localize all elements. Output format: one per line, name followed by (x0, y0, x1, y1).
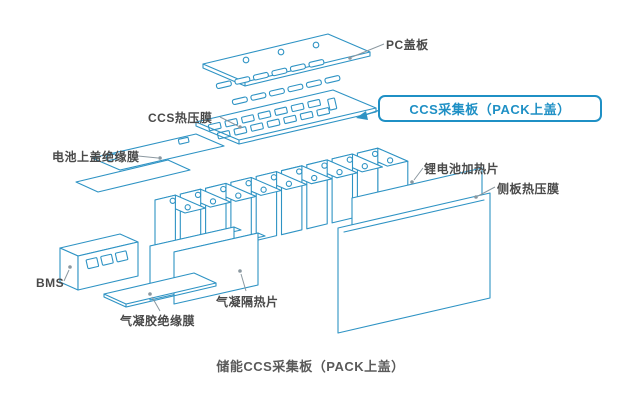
label-aerogel-film: 气凝胶绝缘膜 (120, 314, 196, 328)
diagram-caption: 储能CCS采集板（PACK上盖） (216, 359, 405, 374)
label-aerogel-sheet: 气凝隔热片 (216, 295, 279, 309)
label-side-film: 侧板热压膜 (497, 182, 560, 196)
aerogel-film (103, 272, 217, 308)
callout-arrow (356, 109, 381, 120)
label-heater: 锂电池加热片 (424, 162, 500, 176)
leader-lines (63, 43, 496, 312)
side-plate-film (337, 192, 491, 334)
side-panels (337, 167, 491, 334)
bms-board (59, 233, 139, 291)
pc-cover-plate (202, 33, 371, 87)
ccs-collector-callout-text: CCS采集板（PACK上盖） (409, 102, 571, 117)
top-insulation-films (75, 133, 225, 193)
busbar-rows (215, 59, 341, 106)
label-top-insulation: 电池上盖绝缘膜 (52, 150, 140, 164)
label-pc-cover: PC盖板 (386, 38, 429, 52)
label-bms: BMS (36, 276, 65, 290)
ccs-collector-callout: CCS采集板（PACK上盖） (378, 95, 602, 122)
ccs-assembly (195, 89, 377, 145)
label-ccs-film: CCS热压膜 (148, 111, 213, 125)
